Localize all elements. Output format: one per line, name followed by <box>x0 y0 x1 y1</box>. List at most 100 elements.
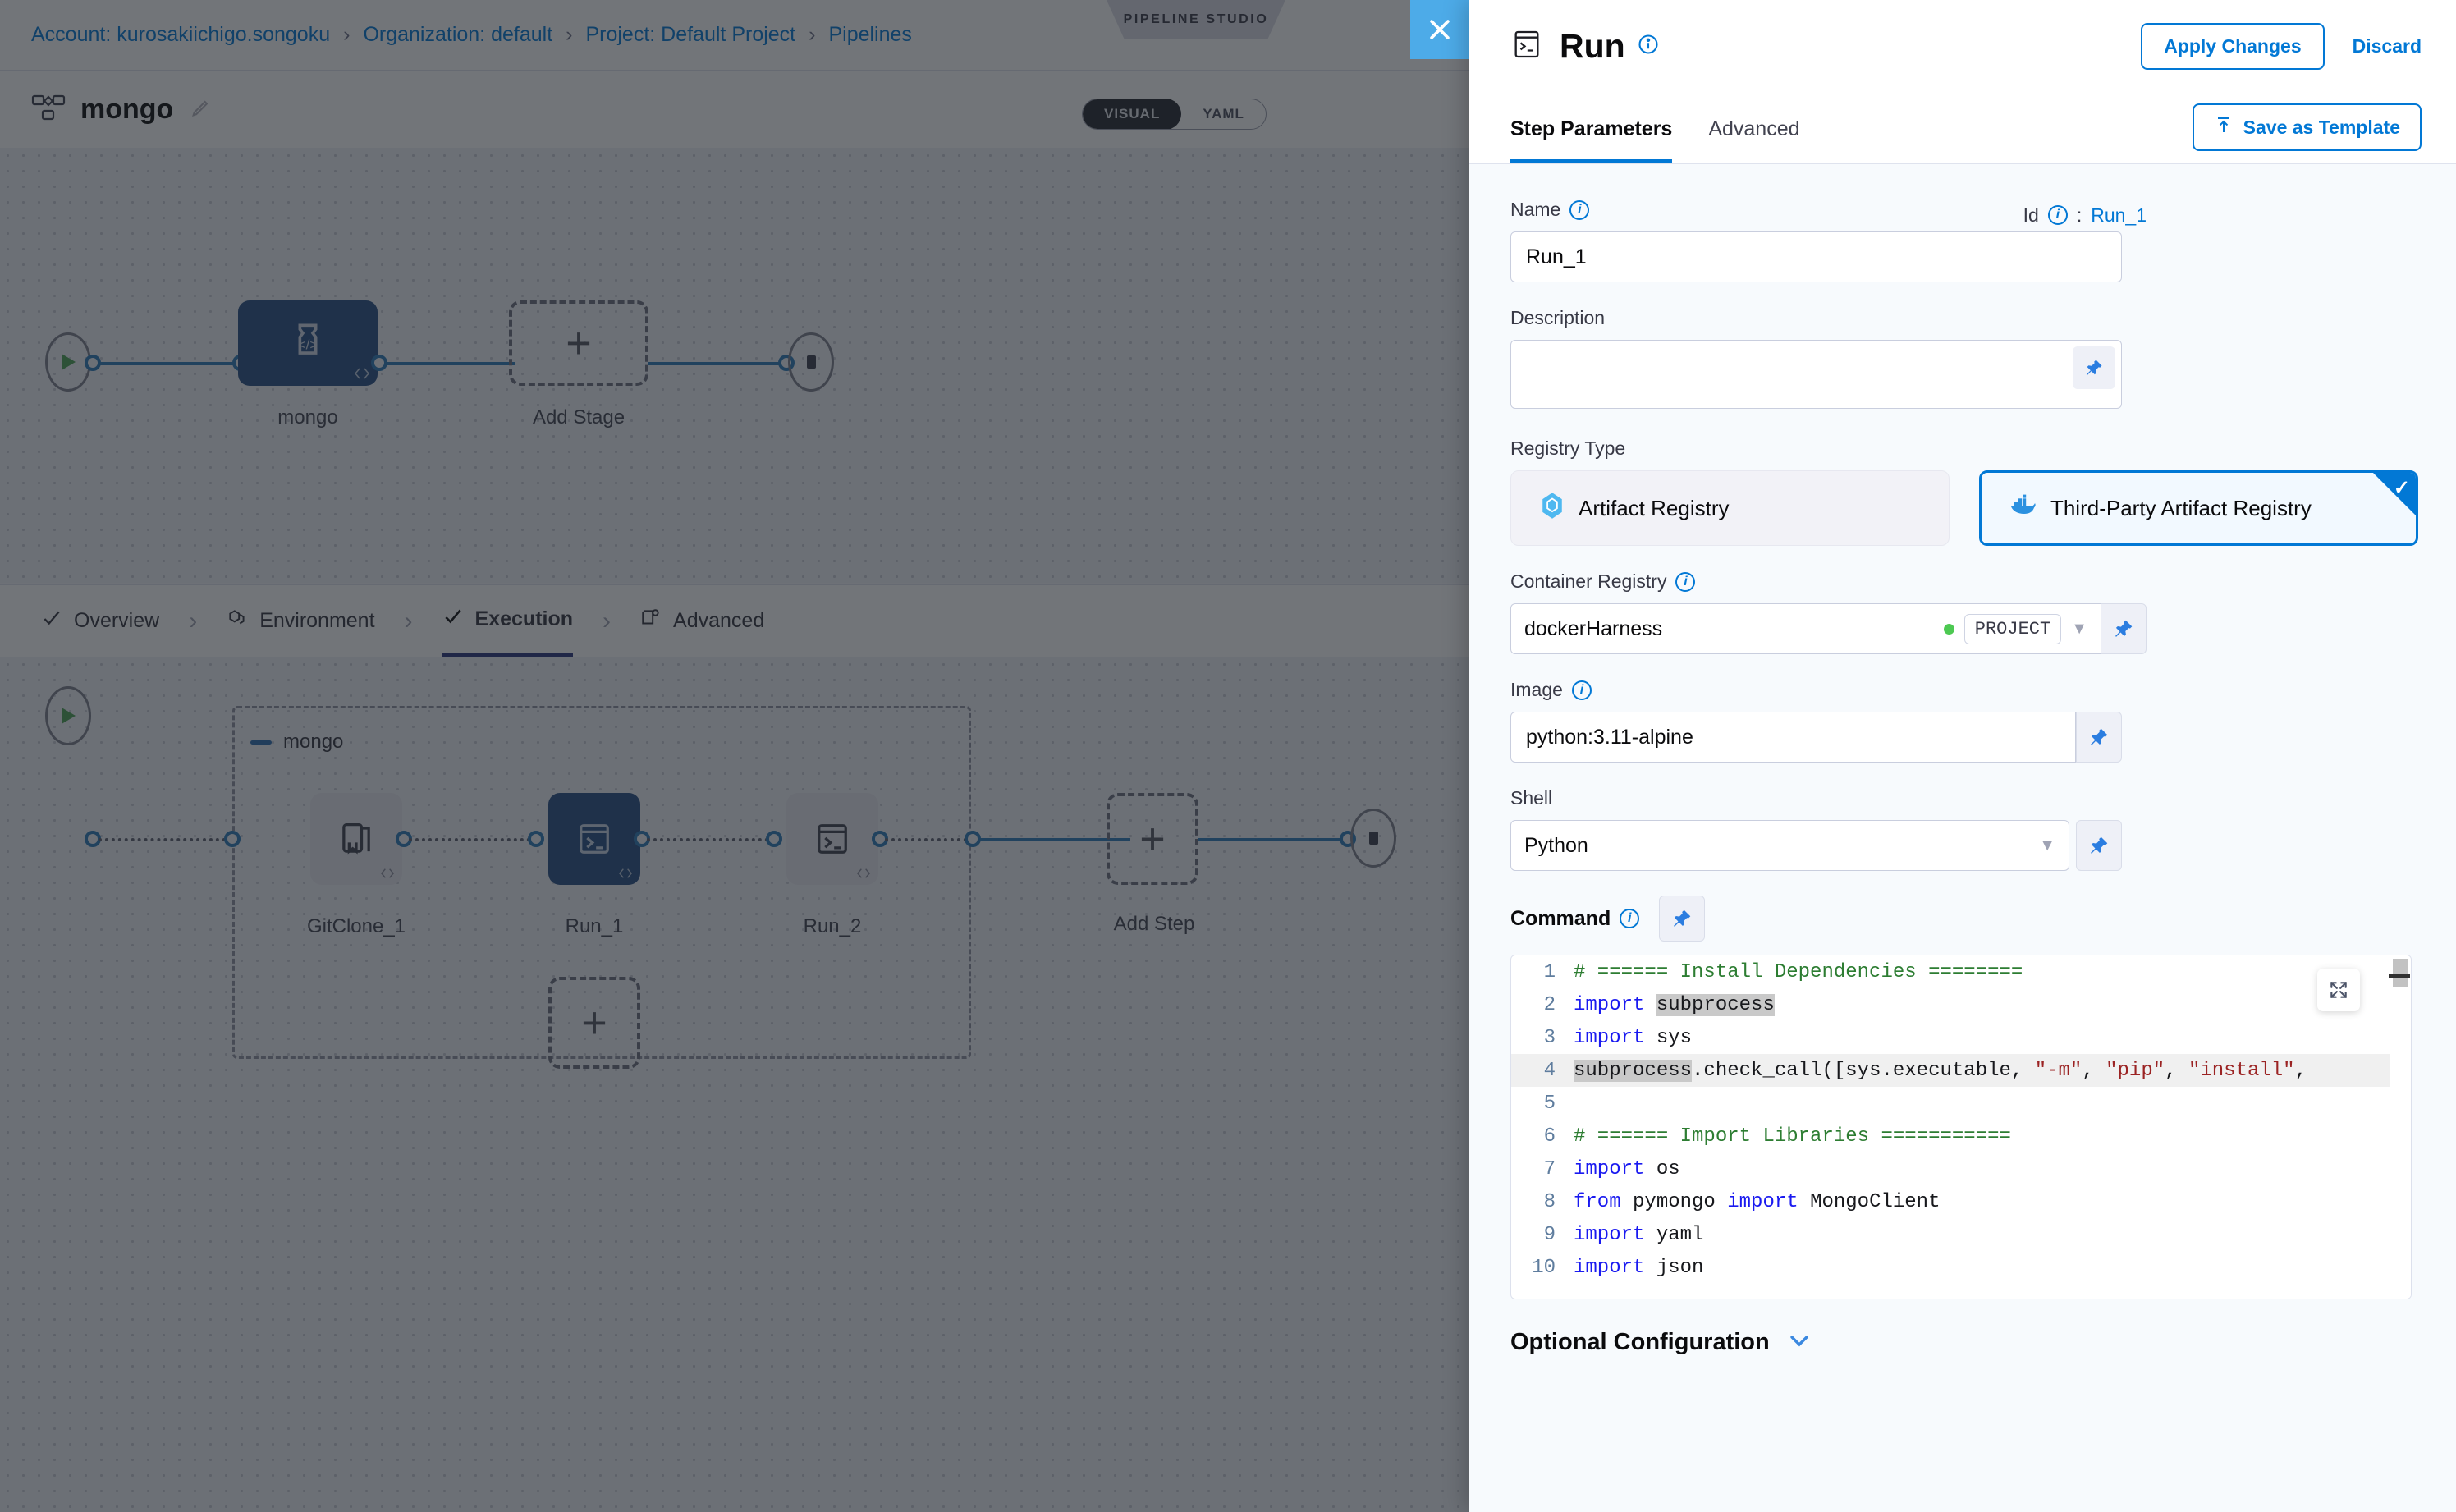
breadcrumb-item-project[interactable]: Project: Default Project <box>585 23 795 47</box>
step-node-label: Run_2 <box>762 915 903 938</box>
line-number: 1 <box>1511 961 1574 983</box>
optional-configuration-toggle[interactable]: Optional Configuration <box>1510 1329 2418 1356</box>
code-line[interactable]: 3import sys <box>1511 1021 2411 1054</box>
info-icon[interactable]: i <box>2048 205 2068 225</box>
command-label: Command <box>1510 907 1611 931</box>
optional-configuration-label: Optional Configuration <box>1510 1329 1770 1356</box>
command-label-group: Command i <box>1510 907 1639 931</box>
code-line[interactable]: 10import json <box>1511 1251 2411 1284</box>
info-icon[interactable] <box>1637 33 1660 60</box>
container-registry-runtime-input-button[interactable] <box>2101 603 2147 654</box>
container-registry-label: Container Registry <box>1510 570 1666 593</box>
stage-tab-label: Overview <box>74 609 159 633</box>
stage-tab-execution[interactable]: Execution <box>442 585 573 657</box>
breadcrumb-separator-icon: › <box>343 23 350 47</box>
command-runtime-input-button[interactable] <box>1659 896 1705 942</box>
stage-tab-advanced[interactable]: Advanced <box>640 585 764 657</box>
code-line[interactable]: 4subprocess.check_call([sys.executable, … <box>1511 1054 2411 1087</box>
execution-step-canvas[interactable]: mongo GitClone_1 <box>0 657 1469 1512</box>
connector <box>648 362 780 365</box>
add-step-button[interactable]: + <box>1107 793 1198 885</box>
apply-changes-button[interactable]: Apply Changes <box>2141 23 2324 70</box>
breadcrumb-item-pipelines[interactable]: Pipelines <box>828 23 911 47</box>
code-line-content: import sys <box>1574 1027 1692 1049</box>
line-number: 10 <box>1511 1257 1574 1279</box>
chevron-down-icon[interactable] <box>1786 1329 1812 1356</box>
image-label-group: Image i <box>1510 679 2418 701</box>
gear-page-icon <box>640 607 662 635</box>
stage-node-label: mongo <box>238 406 378 429</box>
toggle-yaml[interactable]: YAML <box>1181 99 1266 130</box>
container-registry-select[interactable]: dockerHarness PROJECT ▼ <box>1510 603 2101 654</box>
step-group-header[interactable]: mongo <box>250 731 343 754</box>
image-runtime-input-button[interactable] <box>2076 712 2122 763</box>
step-node-run-1[interactable] <box>548 793 640 885</box>
code-line[interactable]: 2import subprocess <box>1511 988 2411 1021</box>
connection-status-dot <box>1944 624 1954 635</box>
add-parallel-step-button[interactable]: + <box>548 977 640 1069</box>
breadcrumb-item-organization[interactable]: Organization: default <box>363 23 552 47</box>
description-textarea[interactable] <box>1510 340 2122 409</box>
svg-text:</>: </> <box>298 337 318 352</box>
command-code-editor[interactable]: 1# ====== Install Dependencies ========2… <box>1510 955 2412 1299</box>
code-line[interactable]: 8from pymongo import MongoClient <box>1511 1185 2411 1218</box>
chevron-down-icon[interactable]: ▼ <box>2039 836 2055 855</box>
shell-runtime-input-button[interactable] <box>2076 820 2122 871</box>
registry-option-artifact-registry[interactable]: Artifact Registry <box>1510 470 1950 546</box>
tab-advanced[interactable]: Advanced <box>1708 91 1799 163</box>
line-number: 3 <box>1511 1027 1574 1049</box>
chevron-right-icon: › <box>405 607 413 635</box>
save-as-template-button[interactable]: Save as Template <box>2193 103 2422 151</box>
step-node-run-2[interactable] <box>786 793 878 885</box>
chevron-down-icon[interactable]: ▼ <box>2071 620 2087 639</box>
code-line[interactable]: 1# ====== Install Dependencies ======== <box>1511 955 2411 988</box>
code-line[interactable]: 7import os <box>1511 1152 2411 1185</box>
drawer-tabs: Step Parameters Advanced Save as Templat… <box>1469 92 2456 164</box>
stage-tabs[interactable]: Overview › Environment › Execution › <box>0 584 1469 657</box>
stage-tab-overview[interactable]: Overview <box>41 585 159 657</box>
pipeline-stage-canvas[interactable]: </> mongo + Add Stage <box>0 148 1469 583</box>
scrollbar-thumb[interactable] <box>2393 959 2408 987</box>
info-icon[interactable]: i <box>1572 680 1592 700</box>
code-line-content: import subprocess <box>1574 994 1775 1016</box>
info-icon[interactable]: i <box>1569 200 1589 220</box>
stage-tab-label: Advanced <box>673 609 764 633</box>
code-line[interactable]: 6# ====== Import Libraries =========== <box>1511 1120 2411 1152</box>
name-input[interactable] <box>1510 231 2122 282</box>
info-icon[interactable]: i <box>1675 572 1695 592</box>
discard-button[interactable]: Discard <box>2353 35 2422 57</box>
registry-option-third-party-artifact-registry[interactable]: Third-Party Artifact Registry ✓ <box>1979 470 2418 546</box>
code-line-content: # ====== Import Libraries =========== <box>1574 1125 2011 1148</box>
code-lines-container[interactable]: 1# ====== Install Dependencies ========2… <box>1511 955 2411 1299</box>
hexagon-icon <box>227 607 248 635</box>
id-label: Id <box>2023 204 2039 227</box>
stage-tab-environment[interactable]: Environment <box>227 585 374 657</box>
edit-pencil-icon[interactable] <box>190 96 213 123</box>
close-drawer-button[interactable] <box>1410 0 1469 59</box>
expand-editor-button[interactable] <box>2317 969 2360 1011</box>
visual-yaml-toggle[interactable]: VISUAL YAML <box>1082 99 1267 130</box>
add-stage-button[interactable]: + <box>509 300 648 386</box>
info-icon[interactable]: i <box>1620 909 1639 928</box>
step-node-label: GitClone_1 <box>286 915 427 938</box>
code-line[interactable]: 5 <box>1511 1087 2411 1120</box>
tab-step-parameters[interactable]: Step Parameters <box>1510 91 1672 163</box>
id-separator: : <box>2077 204 2082 227</box>
description-label: Description <box>1510 307 2418 329</box>
pipeline-studio-app: Account: kurosakiichigo.songoku › Organi… <box>0 0 1469 1512</box>
step-node-gitclone-1[interactable] <box>310 793 402 885</box>
editor-vertical-scrollbar[interactable] <box>2390 955 2411 1299</box>
breadcrumb-item-account[interactable]: Account: kurosakiichigo.songoku <box>31 23 330 47</box>
add-stage-label: Add Stage <box>509 406 648 429</box>
shell-select[interactable]: Python ▼ <box>1510 820 2069 871</box>
description-runtime-input-button[interactable] <box>2073 346 2115 389</box>
line-number: 2 <box>1511 994 1574 1016</box>
image-input[interactable] <box>1510 712 2076 763</box>
step-in-port <box>766 831 782 847</box>
toggle-visual[interactable]: VISUAL <box>1083 99 1181 130</box>
id-value: Run_1 <box>2091 204 2147 227</box>
pipeline-graph-icon <box>31 94 66 126</box>
code-line[interactable]: 9import yaml <box>1511 1218 2411 1251</box>
stage-node-mongo[interactable]: </> <box>238 300 378 386</box>
collapse-icon[interactable] <box>250 735 272 749</box>
